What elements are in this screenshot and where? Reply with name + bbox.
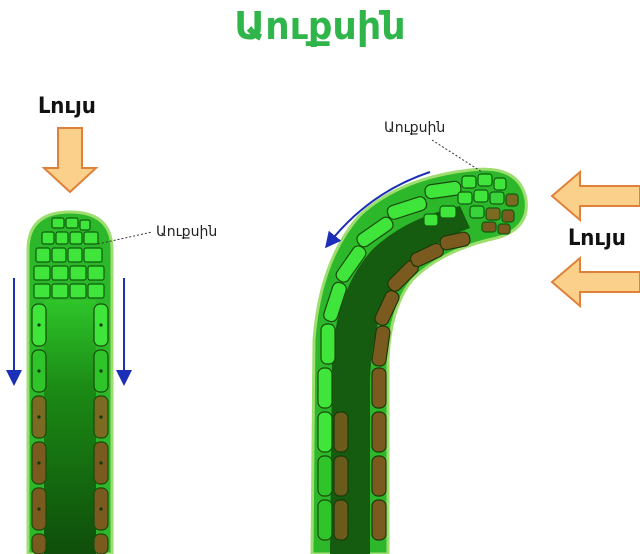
right-light-arrow-2 bbox=[552, 258, 640, 306]
right-light-arrow-1 bbox=[552, 172, 640, 220]
left-light-arrow bbox=[44, 128, 96, 192]
left-shoot bbox=[14, 128, 152, 554]
right-shoot bbox=[312, 140, 640, 554]
